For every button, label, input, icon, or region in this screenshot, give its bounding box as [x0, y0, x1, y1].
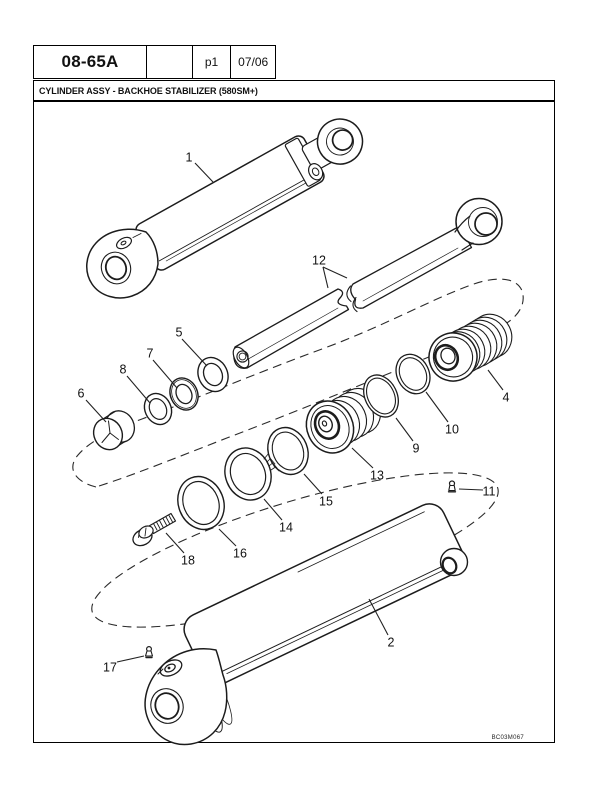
- callout-number-8: 8: [120, 362, 127, 376]
- callout-number-13: 13: [370, 468, 384, 482]
- part-13-piston: [305, 387, 382, 454]
- callout-leader-line: [351, 447, 374, 469]
- callout-8: 8: [120, 362, 151, 404]
- callout-11: 11: [458, 484, 496, 498]
- callout-leader-line: [194, 162, 214, 183]
- callout-14: 14: [263, 498, 293, 534]
- part-10-backup-ring: [395, 353, 431, 395]
- callout-leader-line: [368, 598, 389, 636]
- callout-12: 12: [312, 253, 348, 289]
- callout-number-1: 1: [186, 150, 193, 164]
- callout-number-9: 9: [413, 441, 420, 455]
- callout-10: 10: [425, 391, 459, 436]
- callout-leader-line: [458, 488, 484, 491]
- section-code: 08-65A: [34, 46, 148, 78]
- part-15-seal-ring: [267, 426, 309, 476]
- callout-5: 5: [176, 325, 208, 367]
- callout-16: 16: [218, 528, 247, 560]
- callout-leader-line: [165, 532, 185, 554]
- page-number: p1: [193, 46, 232, 78]
- header-blank-cell: [147, 46, 193, 78]
- cylinder-eye: [316, 118, 364, 165]
- callout-number-17: 17: [103, 660, 117, 674]
- callout-4: 4: [487, 369, 510, 404]
- callout-17: 17: [103, 655, 145, 674]
- callout-leader-line: [322, 266, 329, 289]
- part-9-o-ring: [363, 374, 399, 418]
- callout-number-4: 4: [503, 390, 510, 404]
- callout-number-14: 14: [279, 520, 293, 534]
- callout-number-15: 15: [319, 494, 333, 508]
- callout-number-16: 16: [233, 546, 247, 560]
- part-2-cylinder-barrel: [144, 503, 469, 746]
- part-1-cylinder-assembly: [86, 118, 364, 299]
- callout-1: 1: [186, 150, 214, 183]
- callout-18: 18: [165, 532, 195, 567]
- callout-leader-line: [126, 375, 151, 404]
- callout-15: 15: [303, 473, 333, 508]
- callout-leader-line: [152, 359, 178, 389]
- figure-title: CYLINDER ASSY - BACKHOE STABILIZER (580S…: [34, 81, 554, 102]
- callout-2: 2: [368, 598, 395, 649]
- page-header-table: 08-65A p1 07/06: [33, 45, 276, 79]
- part-14-seal-ring: [224, 447, 278, 501]
- port-boss: [308, 163, 324, 181]
- callout-7: 7: [147, 346, 178, 389]
- part-17-plug: [144, 645, 154, 659]
- callout-leader-line: [322, 266, 348, 279]
- callout-number-18: 18: [181, 553, 195, 567]
- callout-leader-line: [425, 391, 449, 423]
- callout-number-2: 2: [388, 635, 395, 649]
- part-18-bolt: [132, 512, 177, 547]
- callout-leader-line: [181, 338, 208, 367]
- callout-number-7: 7: [147, 346, 154, 360]
- callout-9: 9: [395, 417, 420, 455]
- callout-leader-line: [263, 498, 283, 521]
- callout-number-10: 10: [445, 422, 459, 436]
- callout-number-11: 11: [483, 484, 496, 498]
- callout-leader-line: [218, 528, 237, 547]
- callout-leader-line: [85, 399, 107, 423]
- part-7-seal-ring: [169, 377, 199, 411]
- callout-13: 13: [351, 447, 384, 482]
- part-6-collar: [92, 410, 136, 451]
- callout-leader-line: [487, 369, 504, 391]
- figure-code: BC03M067: [491, 735, 524, 741]
- callout-number-12: 12: [312, 253, 326, 267]
- part-16-seal-ring: [177, 475, 225, 531]
- callout-number-6: 6: [78, 386, 85, 400]
- part-11-grease-fitting: [447, 480, 457, 493]
- revision-date: 07/06: [238, 55, 269, 69]
- part-5-wiper-ring: [197, 356, 229, 393]
- callout-leader-line: [116, 655, 145, 663]
- callout-6: 6: [78, 386, 107, 423]
- part-8-seal-ring: [143, 392, 173, 426]
- cylinder-clevis: [86, 228, 159, 299]
- callout-leader-line: [395, 417, 414, 442]
- callout-leader-line: [303, 473, 323, 495]
- part-12-piston-rod: [232, 197, 503, 369]
- callout-number-5: 5: [176, 325, 183, 339]
- part-4-gland: [428, 313, 513, 382]
